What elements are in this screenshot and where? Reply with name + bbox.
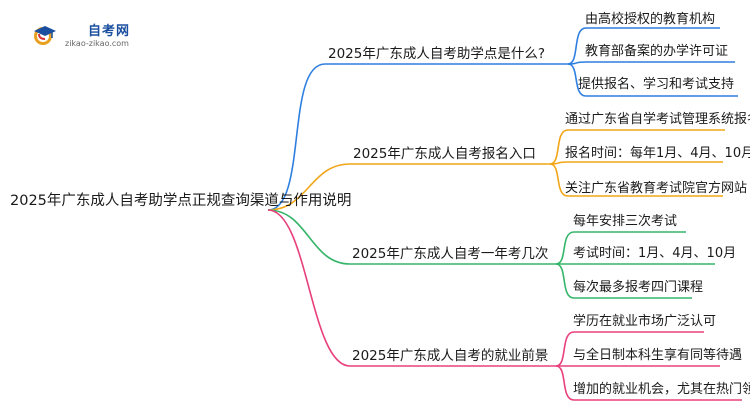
leaf-equal-treatment: 与全日制本科生享有同等待遇 (573, 348, 743, 363)
leaf-connector (549, 161, 723, 165)
branch-registration: 2025年广东成人自考报名入口 (353, 146, 536, 162)
leaf-connector (549, 163, 723, 197)
branch-connector (267, 209, 556, 367)
leaf-connector (567, 63, 738, 97)
leaf-connector (567, 27, 720, 65)
root-topic: 2025年广东成人自考助学点正规查询渠道与作用说明 (10, 193, 352, 209)
leaf-four-courses: 每次最多报考四门课程 (573, 280, 704, 295)
leaf-support: 提供报名、学习和考试支持 (578, 77, 735, 92)
leaf-connector (567, 61, 735, 65)
leaf-connector (549, 129, 725, 165)
leaf-license: 教育部备案的办学许可证 (585, 44, 729, 59)
logo-title: 自考网 (88, 24, 131, 39)
leaf-connector (555, 231, 686, 265)
branch-what-is: 2025年广东成人自考助学点是什么? (328, 46, 546, 62)
branch-connector (267, 63, 568, 211)
graduation-cap-icon (34, 26, 56, 45)
leaf-university-authorized: 由高校授权的教育机构 (585, 12, 716, 27)
leaf-official-site: 关注广东省教育考试院官方网站 (565, 181, 748, 196)
leaf-more-opportunities: 增加的就业机会，尤其在热门领域 (573, 382, 750, 397)
branch-exam-frequency: 2025年广东成人自考一年考几次 (352, 246, 549, 262)
leaf-register-system: 通过广东省自学考试管理系统报名 (565, 112, 750, 127)
leaf-recognized: 学历在就业市场广泛认可 (573, 314, 717, 329)
leaf-exam-time: 考试时间：1月、4月、10月 (573, 246, 737, 261)
branch-employment: 2025年广东成人自考的就业前景 (352, 348, 549, 364)
logo-url: zikao-zikao.com (65, 39, 129, 48)
leaf-three-exams: 每年安排三次考试 (573, 214, 678, 229)
leaf-connector (555, 263, 692, 299)
site-logo[interactable]: 自考网 zikao-zikao.com (32, 20, 142, 50)
branch-connector (267, 163, 550, 211)
leaf-register-time: 报名时间：每年1月、4月、10月 (565, 146, 750, 161)
branch-connector (267, 209, 556, 265)
leaf-connector (555, 331, 704, 367)
leaf-connector (555, 365, 742, 401)
